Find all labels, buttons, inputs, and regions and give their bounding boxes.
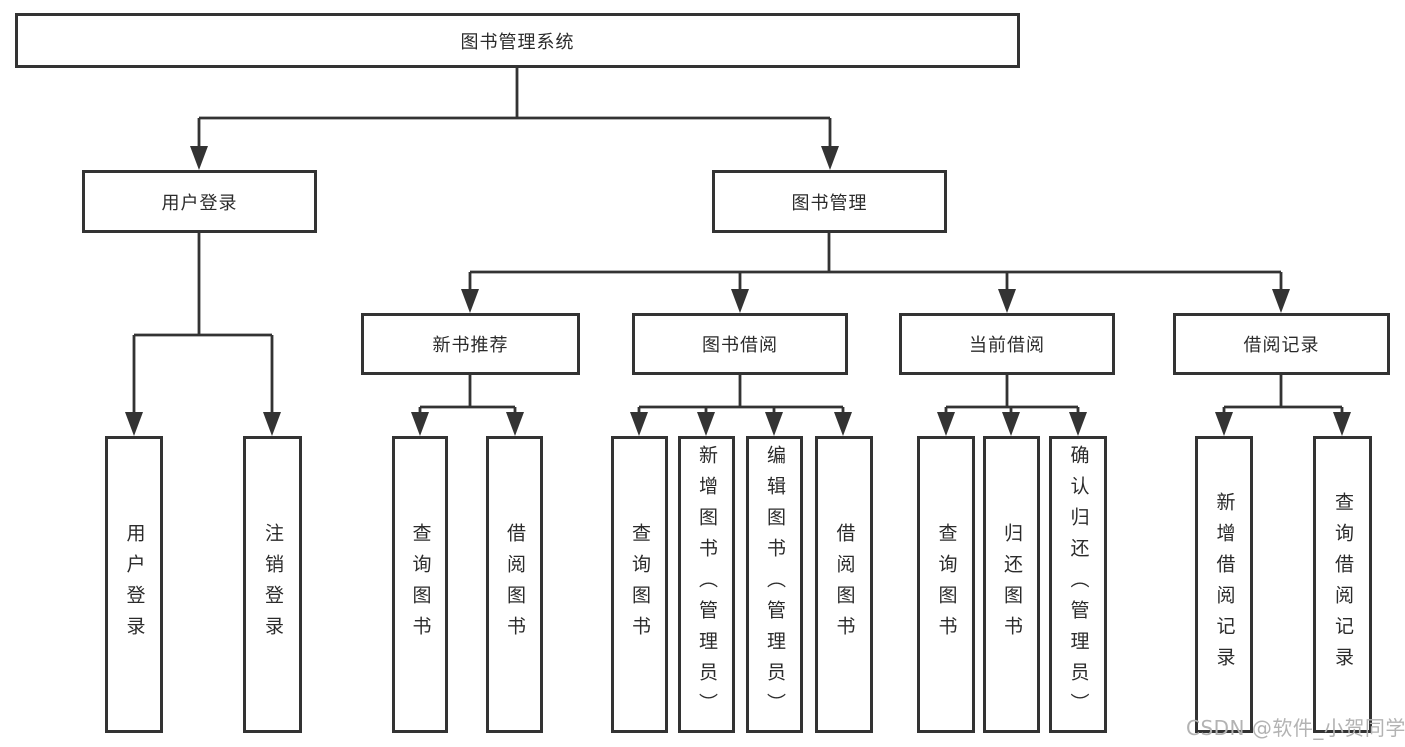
leaf-current-confirm-return-admin: 确认归还（管理员） — [1049, 436, 1107, 733]
node-book-management-label: 图书管理 — [791, 192, 868, 214]
arrowhead — [834, 412, 852, 436]
node-root-label: 图书管理系统 — [460, 31, 575, 53]
arrowhead — [411, 412, 429, 436]
leaf-newbook-borrow-books-label: 借阅图书 — [504, 522, 526, 647]
leaf-borrow-query-books: 查询图书 — [611, 436, 668, 733]
node-current-borrow: 当前借阅 — [899, 313, 1115, 375]
leaf-current-confirm-return-admin-label: 确认归还（管理员） — [1067, 445, 1090, 724]
arrowhead — [765, 412, 783, 436]
connector-borrow-records — [1222, 375, 1344, 414]
arrowhead — [697, 412, 715, 436]
connector-book-management — [468, 233, 1283, 291]
connector-current-borrow — [944, 375, 1080, 414]
leaf-borrow-edit-books-admin-label: 编辑图书（管理员） — [764, 445, 786, 724]
leaf-newbook-query-books: 查询图书 — [392, 436, 448, 733]
connector-new-book — [418, 375, 517, 414]
leaf-newbook-borrow-books: 借阅图书 — [486, 436, 543, 733]
arrowhead — [506, 412, 524, 436]
arrowhead — [731, 289, 749, 313]
arrowhead — [937, 412, 955, 436]
leaf-records-add-label: 新增借阅记录 — [1213, 491, 1236, 678]
leaf-logout-label: 注销登录 — [262, 522, 284, 647]
node-borrow-records: 借阅记录 — [1173, 313, 1390, 375]
leaf-records-query: 查询借阅记录 — [1313, 436, 1372, 733]
leaf-borrow-add-books-admin-label: 新增图书（管理员） — [696, 445, 718, 724]
leaf-user-login-label: 用户登录 — [123, 522, 146, 647]
connector-user-login — [132, 233, 274, 414]
leaf-borrow-borrow-books-label: 借阅图书 — [833, 522, 856, 647]
node-book-borrow-label: 图书借阅 — [702, 335, 778, 356]
node-new-book-recommend: 新书推荐 — [361, 313, 580, 375]
csdn-watermark: CSDN @软件_小贺同学 — [1186, 716, 1405, 740]
leaf-records-add: 新增借阅记录 — [1195, 436, 1253, 733]
arrowhead — [461, 289, 479, 313]
node-user-login-label: 用户登录 — [161, 192, 238, 214]
leaf-logout: 注销登录 — [243, 436, 302, 733]
arrowhead — [1002, 412, 1020, 436]
node-borrow-records-label: 借阅记录 — [1243, 335, 1320, 356]
leaf-records-query-label: 查询借阅记录 — [1332, 491, 1354, 678]
leaf-current-query-books-label: 查询图书 — [935, 522, 958, 647]
leaf-current-return-books-label: 归还图书 — [1001, 522, 1023, 647]
arrowhead — [821, 146, 839, 170]
leaf-user-login: 用户登录 — [105, 436, 163, 733]
arrowhead — [1333, 412, 1351, 436]
connector-book-borrow — [637, 375, 845, 414]
node-current-borrow-label: 当前借阅 — [969, 335, 1045, 356]
node-new-book-recommend-label: 新书推荐 — [432, 335, 509, 356]
leaf-borrow-borrow-books: 借阅图书 — [815, 436, 873, 733]
arrowhead — [630, 412, 648, 436]
leaf-newbook-query-books-label: 查询图书 — [409, 522, 432, 647]
leaf-borrow-query-books-label: 查询图书 — [629, 522, 651, 647]
arrowhead — [190, 146, 208, 170]
arrowhead — [1272, 289, 1290, 313]
arrowhead — [1069, 412, 1087, 436]
leaf-borrow-add-books-admin: 新增图书（管理员） — [678, 436, 735, 733]
leaf-current-query-books: 查询图书 — [917, 436, 975, 733]
arrowhead — [1215, 412, 1233, 436]
node-book-borrow: 图书借阅 — [632, 313, 848, 375]
connector-root — [197, 68, 832, 146]
node-root: 图书管理系统 — [15, 13, 1020, 68]
leaf-current-return-books: 归还图书 — [983, 436, 1040, 733]
arrowhead — [998, 289, 1016, 313]
arrowhead — [263, 412, 281, 436]
arrowhead — [125, 412, 143, 436]
node-user-login: 用户登录 — [82, 170, 317, 233]
leaf-borrow-edit-books-admin: 编辑图书（管理员） — [746, 436, 803, 733]
node-book-management: 图书管理 — [712, 170, 947, 233]
